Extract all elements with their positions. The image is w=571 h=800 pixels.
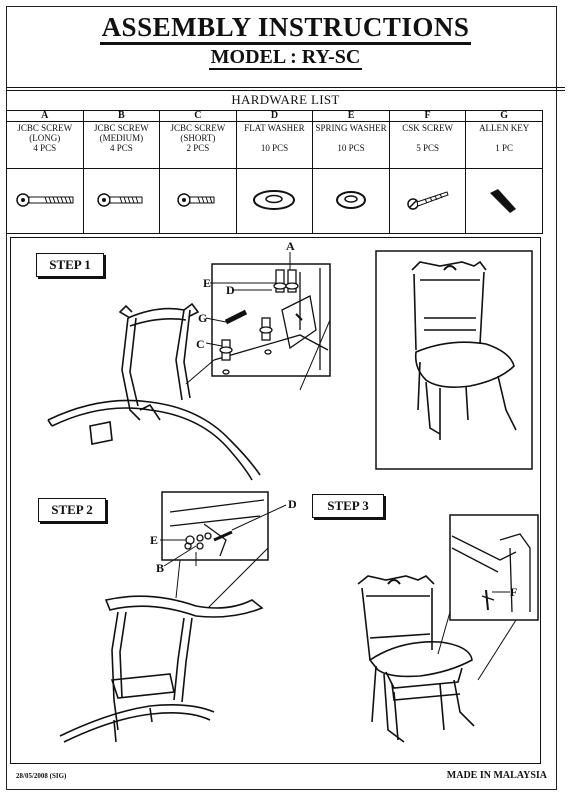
step3-chair [357, 575, 475, 743]
step-3-label: STEP 3 [312, 494, 384, 518]
step-1-label: STEP 1 [36, 253, 104, 277]
page-title: ASSEMBLY INSTRUCTIONS [0, 12, 571, 45]
spring-washer-icon [336, 191, 367, 209]
hw-cell: JCBC SCREW(SHORT)2 PCS [159, 121, 237, 169]
callout-d: D [226, 283, 235, 297]
hw-cell: JCBC SCREW(LONG)4 PCS [6, 121, 84, 169]
step2-detail-box [161, 491, 269, 561]
divider-top [6, 87, 565, 88]
csk-screw-icon [406, 191, 449, 210]
step3-detail [451, 533, 531, 613]
model-number: MODEL : RY-SC [208, 46, 363, 70]
step2-chair [59, 595, 264, 743]
step-2-label: STEP 2 [38, 498, 106, 522]
step1-chair-frame [47, 302, 261, 481]
finished-chair-box [375, 250, 533, 470]
step3-detail-box [449, 514, 539, 621]
print-date: 28/05/2008 (SIG) [16, 772, 67, 780]
step1-detail [213, 268, 329, 375]
screw-short-icon [177, 193, 215, 207]
callout-e: E [150, 533, 158, 547]
step2-detail [169, 499, 265, 557]
divider-top-double [6, 90, 565, 91]
callout-g: G [198, 311, 207, 325]
callout-d: D [288, 497, 297, 511]
callout-b: B [156, 561, 164, 575]
screw-medium-icon [97, 193, 143, 207]
screw-long-icon [16, 193, 74, 207]
hardware-list-title: HARDWARE LIST [231, 92, 340, 107]
callout-a: A [286, 239, 295, 253]
instruction-sheet [6, 6, 557, 790]
steps-panel [10, 237, 541, 764]
allen-key-icon [490, 189, 517, 213]
callout-c: C [196, 337, 205, 351]
flat-washer-icon [253, 190, 296, 210]
hardware-icon-row [6, 168, 543, 234]
callout-e: E [203, 276, 211, 290]
finished-chair [411, 260, 517, 440]
callout-f: F [510, 585, 517, 599]
hardware-table: A B C D E F G JCBC SCREW(LONG)4 PCS JCBC… [6, 110, 543, 234]
made-in-label: MADE IN MALAYSIA [446, 770, 547, 781]
